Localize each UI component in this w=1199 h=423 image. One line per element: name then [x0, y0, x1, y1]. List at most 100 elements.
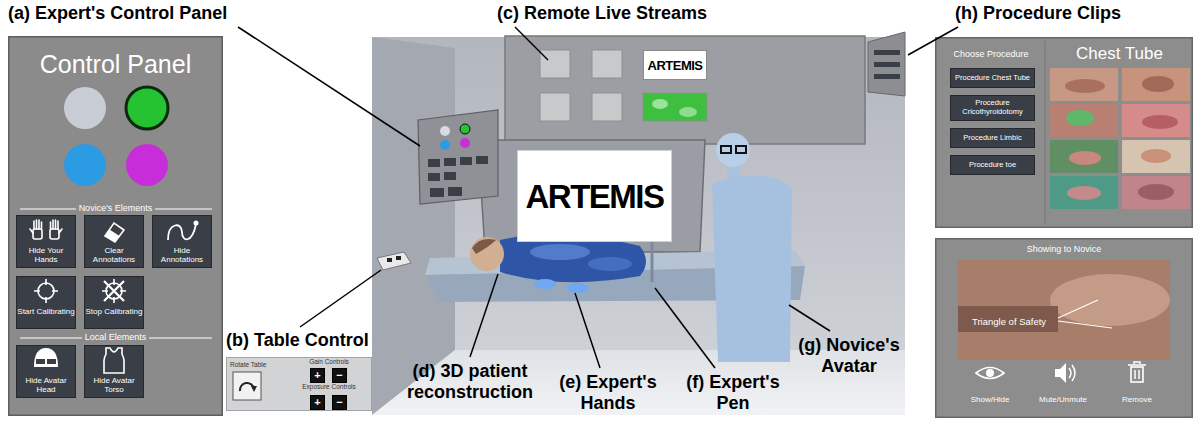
color-swatch [64, 144, 106, 186]
table-control-mini [377, 252, 411, 270]
callout-label: (d) 3D patient reconstruction [400, 361, 540, 402]
procedure-button-background [951, 69, 1035, 88]
patient-head [470, 237, 504, 271]
gain-button-background [333, 369, 347, 383]
leader-line [655, 288, 715, 368]
leader-lines [238, 27, 958, 368]
table-control-mini-button [396, 256, 401, 260]
patient-blanket [588, 257, 632, 271]
color-swatch [126, 144, 168, 186]
mini-swatch [440, 140, 450, 150]
avatar-glasses [736, 146, 746, 153]
crosshair-ticks [102, 279, 126, 303]
main-screen: ARTEMIS [517, 150, 672, 242]
stream-noise [679, 107, 697, 117]
avatar-head-icon-glasses [36, 359, 45, 364]
clip-detail [1065, 79, 1105, 93]
expert-hand [567, 283, 589, 293]
procedure-thumbnails [1050, 68, 1190, 209]
stream-tile [592, 93, 622, 121]
logo-text: ARTEMIS [643, 59, 707, 72]
procedure-button: Procedure toe [950, 155, 1035, 175]
rotate-button [233, 372, 261, 400]
panel-button-background [85, 277, 144, 329]
section-rule [20, 338, 82, 339]
button-symbol: − [332, 397, 347, 408]
mini-button [428, 173, 440, 181]
gain-button: − [332, 395, 347, 410]
eye-icon-pupil [986, 369, 994, 377]
avatar-torso-icon [104, 348, 124, 373]
avatar-head-icon [34, 348, 58, 367]
button-symbol: − [332, 370, 347, 381]
procedure-button-background [951, 129, 1035, 148]
button-label: Hide Avatar Torso [85, 376, 143, 394]
panel-button: Hide Avatar Head [16, 345, 76, 398]
panel-button-background [85, 216, 144, 268]
panel-button-background [17, 216, 76, 268]
mini-button [444, 172, 456, 180]
panel-title: Showing to Novice [935, 244, 1193, 254]
crosshair-icon [34, 279, 58, 303]
control-label: Gain Controls [290, 358, 368, 365]
procedure-panel: Procedure Chest TubeProcedure Cricothyro… [935, 37, 1193, 228]
stream-noise [652, 99, 668, 109]
procedure-button-background [951, 156, 1035, 175]
clip-thumbnail [1122, 176, 1190, 209]
clip-detail [1142, 115, 1178, 129]
mini-swatch [460, 124, 470, 134]
crosshair-cross [104, 281, 124, 301]
gain-button: + [310, 395, 325, 410]
leader-line [470, 274, 498, 357]
eraser-icon-fill [105, 230, 120, 243]
stream-tile [540, 50, 570, 78]
mini-button [448, 187, 462, 196]
button-label: Stop Calibrating [85, 307, 143, 316]
leader-line [238, 27, 420, 146]
hand-fingers [51, 220, 63, 233]
procedure-button-background [951, 96, 1035, 121]
callout-label: (c) Remote Live Streams [497, 3, 797, 24]
clip-preview [958, 260, 1170, 360]
panel-button-background [17, 277, 76, 329]
callout-label: (e) Expert's Hands [548, 372, 668, 413]
icon-label: Remove [1107, 395, 1167, 404]
section-rule [155, 209, 212, 210]
clip-thumbnail [1122, 140, 1190, 173]
button-label: Procedure Limbic [952, 134, 1033, 143]
clip-thumbnail [1050, 140, 1118, 173]
clip-thumbnail [1122, 68, 1190, 101]
side-panel-button [874, 62, 900, 67]
annotation-curve-icon [168, 224, 196, 240]
preview-panel-background [936, 239, 1193, 418]
stream-tile [540, 93, 570, 121]
speaker-waves [1069, 365, 1075, 381]
clip-detail [1066, 110, 1094, 126]
trash-icon [1131, 367, 1143, 382]
panel-title: Control Panel [8, 50, 223, 79]
stream-tile-background [644, 51, 707, 80]
main-screen-background [518, 151, 672, 242]
clip-detail [1138, 184, 1174, 200]
crosshair-ring [38, 283, 54, 299]
panel-button: Hide Your Hands [16, 215, 76, 268]
leader-line [300, 270, 381, 327]
panel-button: Hide Annotations [152, 215, 212, 268]
section-label: Choose Procedure [937, 49, 1045, 59]
procedure-button: Procedure Cricothyroidotomy [950, 95, 1035, 121]
annotation-curve-tip [194, 221, 199, 226]
leader-line [789, 305, 830, 331]
control-label: Rotate Table [230, 361, 282, 368]
button-label: Start Calibrating [17, 307, 75, 316]
avatar-glasses [721, 146, 731, 153]
expert-pen [651, 240, 654, 282]
clip-title: Chest Tube [1047, 44, 1192, 64]
section-rule [149, 338, 212, 339]
panel-heading: (h) Procedure Clips [955, 3, 1195, 24]
button-label: Procedure Chest Tube [952, 74, 1033, 83]
gain-button: + [310, 368, 325, 383]
vr-room-left-wall [372, 37, 455, 415]
clip-detail [1141, 149, 1171, 163]
logo-text: ARTEMIS [517, 180, 672, 213]
